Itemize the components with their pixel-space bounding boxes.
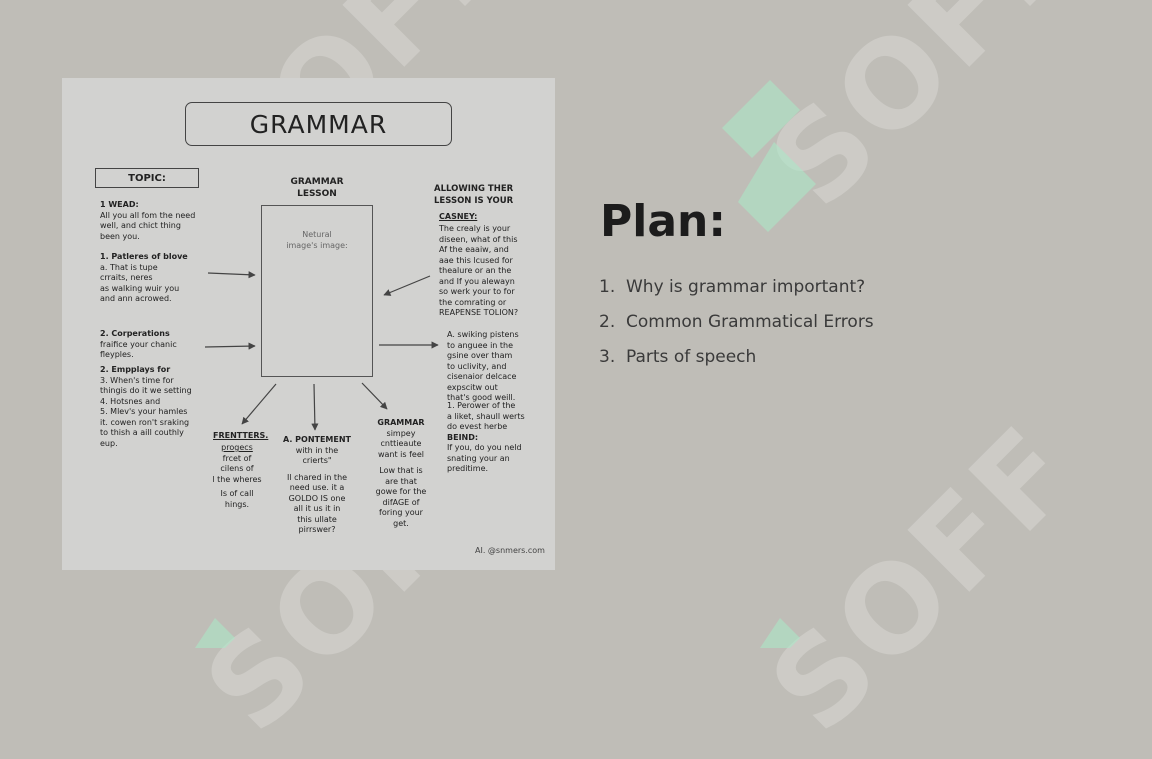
- right-subheading: CASNEY:: [439, 212, 478, 221]
- topic-label: TOPIC:: [95, 168, 199, 188]
- watermark-logo-icon: [760, 618, 800, 648]
- list-item: 3.Parts of speech: [599, 347, 757, 367]
- right-block: A. swiking pistens to anguee in the gsin…: [447, 330, 519, 402]
- lesson-frame: [261, 205, 373, 377]
- watermark-logo-icon: [195, 618, 235, 648]
- left-block: 1. Patleres of blove a. That is tupe crr…: [100, 252, 188, 303]
- poster-arrows: [204, 271, 439, 431]
- right-block: The crealy is your diseen, what of this …: [439, 224, 519, 317]
- plan-title: Plan:: [600, 196, 726, 247]
- watermark-logo-icon: [722, 80, 816, 232]
- bottom-block: A. PONTEMENT with in the crierts" Il cha…: [282, 435, 352, 534]
- list-item: 2.Common Grammatical Errors: [599, 312, 874, 332]
- bottom-block: GRAMMAR simpey cnttieaute want is feel L…: [375, 418, 427, 528]
- left-block: 2. Corperations fraifice your chanic fle…: [100, 329, 177, 359]
- watermark-text: SOFF: [744, 400, 1104, 759]
- list-item: 1.Why is grammar important?: [599, 277, 866, 297]
- left-block: 2. Empplays for 3. When's time for thing…: [100, 365, 192, 448]
- plan-list: 1.Why is grammar important? 2.Common Gra…: [599, 276, 874, 381]
- poster-title: GRAMMAR: [185, 102, 452, 146]
- watermark-text: SOFF: [744, 0, 1104, 234]
- left-block: 1 WEAD: All you all fom the need well, a…: [100, 200, 196, 241]
- bottom-block: progecs frcet of cilens of l the wheres …: [212, 443, 262, 509]
- poster-signature: AI. @snmers.com: [475, 546, 545, 555]
- right-block: 1. Perower of the a liket, shaull werts …: [447, 401, 525, 473]
- bottom-heading: FRENTTERS.: [213, 431, 269, 440]
